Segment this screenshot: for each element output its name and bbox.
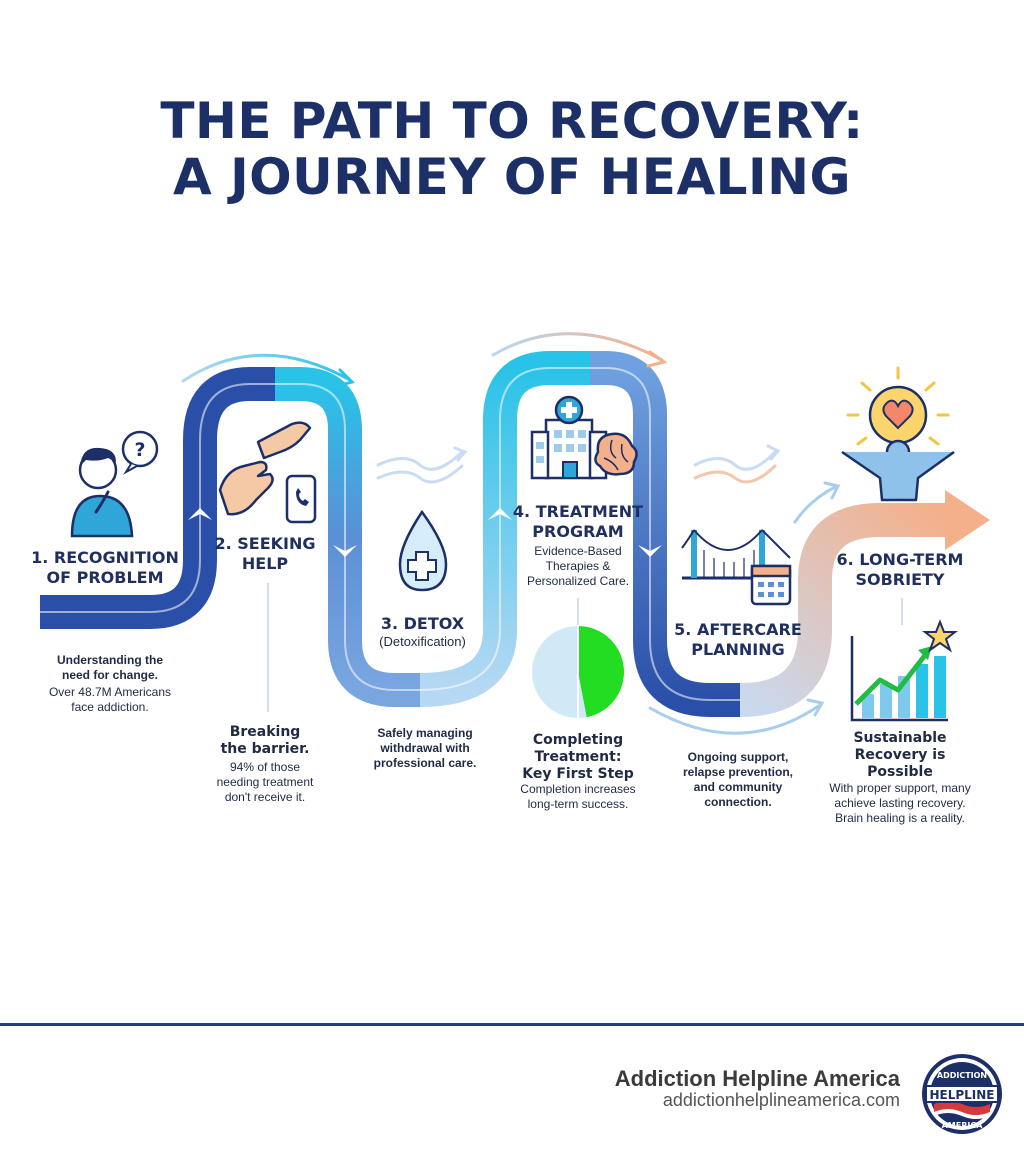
bridge-calendar-icon xyxy=(681,529,792,606)
pie-slice-2 xyxy=(532,626,587,718)
stage-5-heading: 5. AFTERCARE PLANNING xyxy=(674,620,802,659)
leader-lines xyxy=(267,583,903,712)
stage-4-detail-bold: Completing Treatment: Key First Step xyxy=(522,732,634,782)
stage-3-detail-bold: Safely managing withdrawal with professi… xyxy=(373,726,477,770)
detox-drop-icon xyxy=(398,509,448,592)
hospital-brain-icon xyxy=(530,395,638,480)
helpline-badge-logo: HELPLINE ADDICTION AMERICA xyxy=(922,1054,1002,1134)
badge-bottom-text: AMERICA xyxy=(942,1121,984,1130)
stage-6-heading: 6. LONG-TERM SOBRIETY xyxy=(836,550,964,589)
stage-1-detail-bold: Understanding the need for change. xyxy=(56,653,163,682)
path-segment-3 xyxy=(419,351,590,707)
path-segment-1 xyxy=(40,367,275,629)
stage-2-detail-bold: Breaking the barrier. xyxy=(220,724,310,757)
path-segment-2 xyxy=(275,367,420,707)
path-segment-4 xyxy=(590,351,740,717)
footer-divider xyxy=(0,1023,1024,1026)
footer-brand-name: Addiction Helpline America xyxy=(614,1066,900,1091)
phone-icon xyxy=(285,474,317,524)
footer-brand-url[interactable]: addictionhelplineamerica.com xyxy=(662,1090,900,1110)
stage-1-detail: Over 48.7M Americans face addiction. xyxy=(48,685,172,714)
flow-arrows xyxy=(181,332,841,735)
completion-pie-chart xyxy=(532,626,624,718)
stage-1-heading: 1. RECOGNITION OF PROBLEM xyxy=(31,548,179,587)
stage-6-detail-bold: Sustainable Recovery is Possible xyxy=(853,730,947,780)
badge-top-text: ADDICTION xyxy=(937,1071,987,1080)
stage-2-detail: 94% of those needing treatment don't rec… xyxy=(216,760,314,804)
path-chevrons xyxy=(188,508,662,557)
stage-4-heading: 4. TREATMENT PROGRAM xyxy=(512,502,644,541)
pie-slice-1 xyxy=(578,626,624,718)
growth-chart-icon xyxy=(850,619,958,722)
stage-4-detail: Completion increases long-term success. xyxy=(520,782,636,811)
stage-6-detail: With proper support, many achieve lastin… xyxy=(829,781,971,825)
stage-3-heading: 3. DETOX xyxy=(380,614,465,633)
stage-2-heading: 2. SEEKING HELP xyxy=(214,534,316,573)
badge-middle-text: HELPLINE xyxy=(929,1088,994,1102)
helping-hands-icon xyxy=(218,421,312,516)
stage-4-subheading: Evidence-Based Therapies & Personalized … xyxy=(526,544,630,588)
title-line-1: THE PATH TO RECOVERY: xyxy=(160,92,864,150)
person-question-icon: ? xyxy=(70,430,159,538)
title-line-2: A JOURNEY OF HEALING xyxy=(172,148,852,206)
stage-5-detail-bold: Ongoing support, relapse prevention, and… xyxy=(682,750,794,809)
svg-text:?: ? xyxy=(134,439,145,461)
sun-heart-person-icon xyxy=(841,366,955,502)
recovery-path-diagram: ? xyxy=(40,332,990,735)
stage-3-subheading: (Detoxification) xyxy=(379,634,466,649)
path-segment-5 xyxy=(739,490,990,717)
path-end-arrowhead xyxy=(945,490,990,550)
